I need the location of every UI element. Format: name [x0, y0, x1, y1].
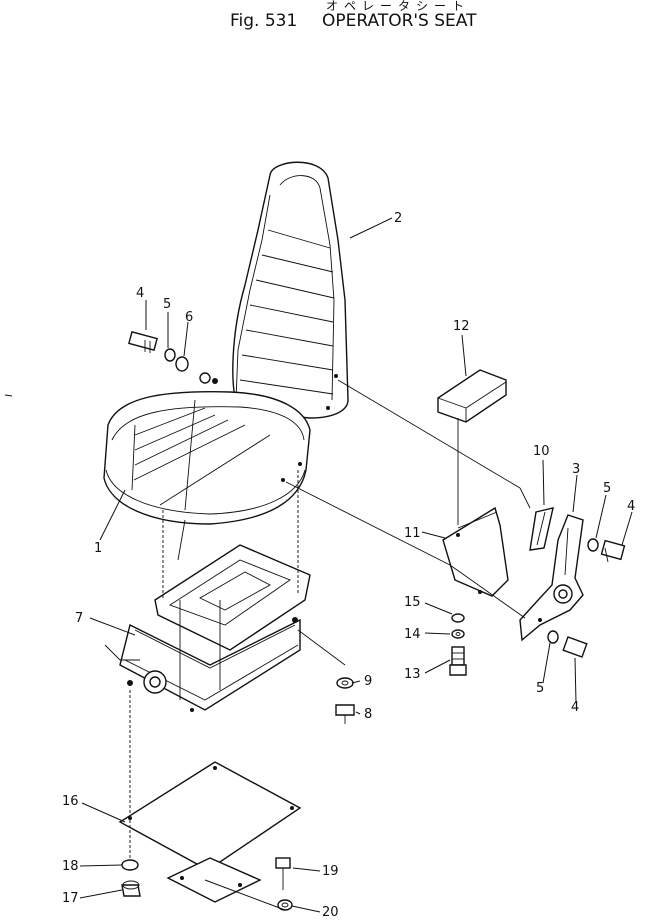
- seat-slide-base: [104, 544, 311, 712]
- callout-18: 18: [62, 859, 79, 874]
- callout-4-upper-right: 4: [627, 499, 635, 514]
- callout-6: 6: [185, 310, 193, 325]
- figure-title: OPERATOR'S SEAT: [322, 11, 477, 31]
- seat-back: [232, 161, 349, 419]
- bolt-and-washer-lower-right: [275, 857, 293, 911]
- callout-17: 17: [62, 891, 79, 906]
- callout-2: 2: [394, 211, 402, 226]
- callout-12: 12: [453, 319, 470, 334]
- armrest: [437, 369, 507, 423]
- seat-cushion: [103, 391, 311, 525]
- callout-19: 19: [322, 864, 339, 879]
- figure-subtitle-japanese: オペレータシート: [326, 0, 471, 13]
- callout-15: 15: [404, 595, 421, 610]
- callout-5-left: 5: [163, 297, 171, 312]
- washer-and-nut-lower-left: [121, 859, 141, 897]
- figure-number: Fig. 531: [230, 11, 298, 31]
- callout-20: 20: [322, 905, 339, 920]
- callout-4-left: 4: [136, 286, 144, 301]
- callout-16: 16: [62, 794, 79, 809]
- arm-bracket-3: [519, 514, 584, 642]
- nut-and-bolt-9-8: [297, 629, 355, 724]
- callout-10: 10: [533, 444, 550, 459]
- center-fasteners: [449, 613, 467, 676]
- callout-9: 9: [364, 674, 372, 689]
- callout-1: 1: [94, 541, 102, 556]
- callout-7: 7: [75, 611, 83, 626]
- callout-5-upper-right: 5: [603, 481, 611, 496]
- callout-5-lower-right: 5: [536, 681, 544, 696]
- callout-13: 13: [404, 667, 421, 682]
- callout-3: 3: [572, 462, 580, 477]
- callout-8: 8: [364, 707, 372, 722]
- callout-14: 14: [404, 627, 421, 642]
- callout-11: 11: [404, 526, 421, 541]
- right-lower-fasteners: [547, 630, 588, 658]
- right-upper-fasteners: [587, 538, 626, 563]
- mounting-plate: [118, 761, 302, 903]
- slotted-plate: [529, 507, 554, 551]
- left-fasteners: [128, 330, 218, 384]
- callout-4-lower-right: 4: [571, 700, 579, 715]
- armrest-bracket: [442, 506, 509, 597]
